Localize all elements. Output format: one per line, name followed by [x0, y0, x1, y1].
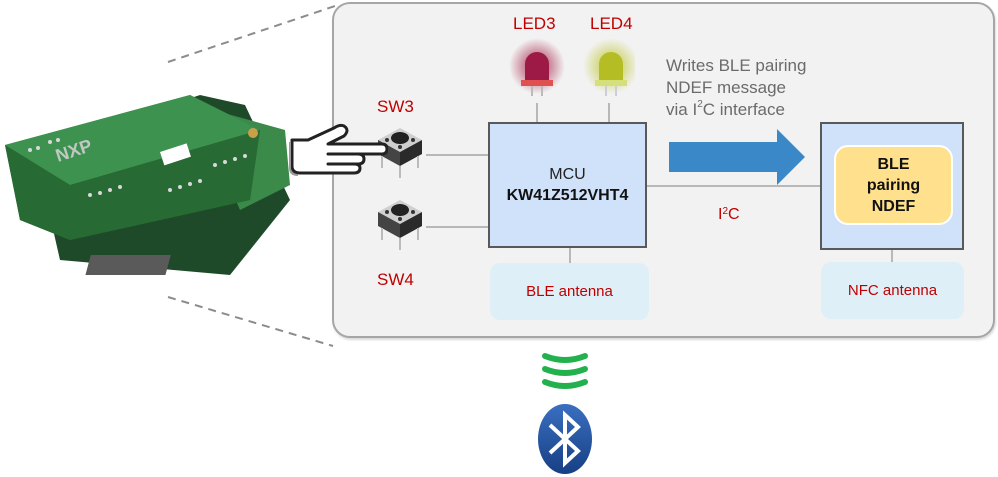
zoom-line-top	[167, 5, 336, 63]
zoom-line-bottom	[167, 296, 334, 347]
ble-pairing-ndef-block: BLE pairing NDEF	[834, 145, 953, 225]
ndef-line-1: BLE	[877, 155, 910, 173]
bluetooth-icon	[538, 404, 592, 474]
write-arrow-icon	[669, 129, 805, 185]
led3-icon	[509, 38, 565, 96]
nfc-ble-board-image: NXP	[5, 95, 290, 275]
description-line-3: via I2C interface	[666, 99, 785, 119]
led4-icon	[583, 38, 635, 96]
ble-antenna-block: BLE antenna	[490, 263, 649, 320]
nfc-antenna-block: NFC antenna	[821, 262, 964, 319]
pointing-hand-icon	[289, 123, 388, 176]
sw4-label: SW4	[377, 270, 414, 289]
led3-label: LED3	[513, 14, 556, 33]
leds-graphic	[509, 38, 635, 96]
i2c-bus-label: I2C	[718, 206, 740, 223]
mcu-part-number: KW41Z512VHT4	[506, 186, 629, 204]
arrow-description: Writes BLE pairing NDEF message via I2C …	[666, 55, 806, 121]
ndef-line-2: pairing	[866, 176, 921, 194]
ndef-line-3: NDEF	[871, 197, 916, 215]
sw3-label: SW3	[377, 97, 414, 116]
wireless-signal-icon	[542, 353, 588, 389]
description-line-1: Writes BLE pairing	[666, 56, 807, 75]
led4-label: LED4	[590, 14, 633, 33]
sw3-button[interactable]	[370, 120, 430, 180]
sw4-button[interactable]	[370, 192, 430, 252]
mcu-title: MCU	[549, 165, 586, 183]
mcu-block: MCU KW41Z512VHT4	[488, 122, 647, 248]
description-line-2: NDEF message	[666, 78, 786, 97]
